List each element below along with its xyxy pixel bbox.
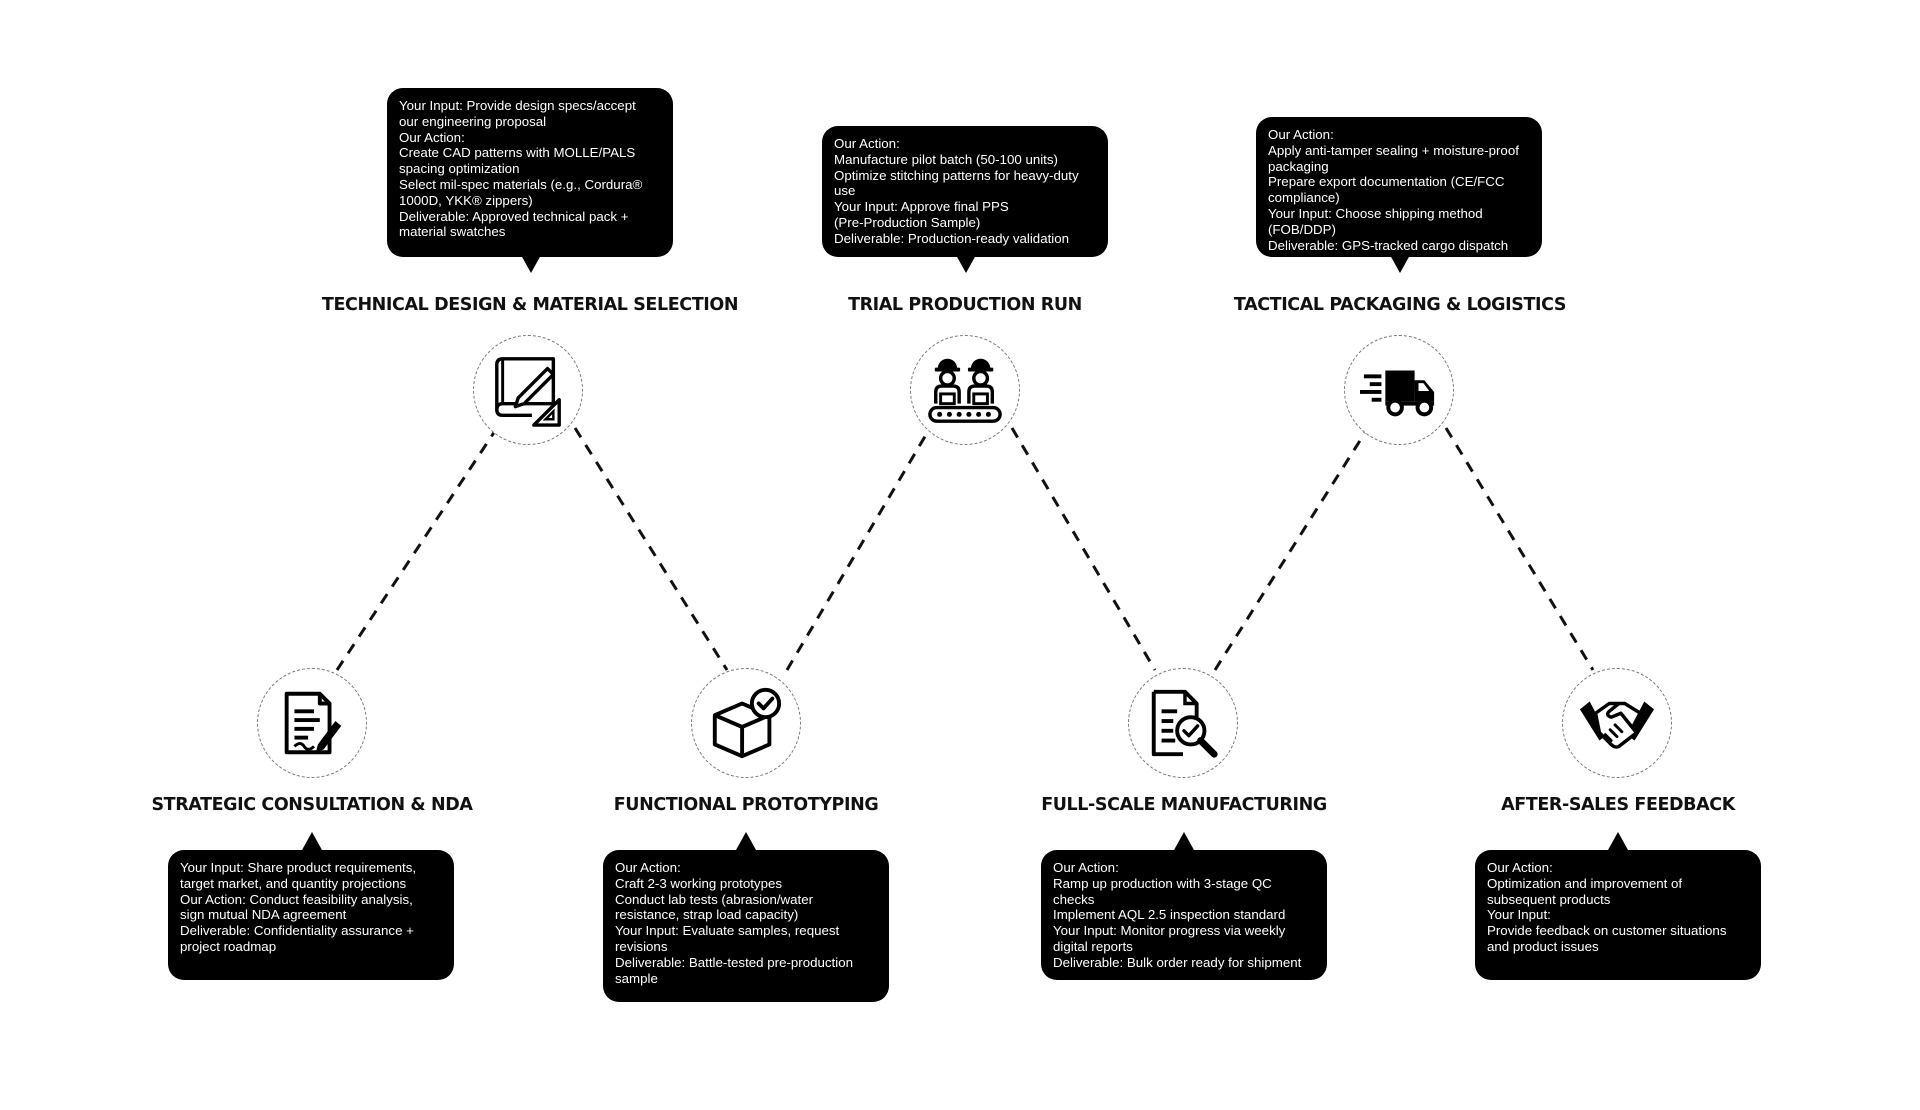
bubble-text-line: Your Input: Approve final PPS [834, 199, 1009, 215]
bubble-text-line: spacing optimization [399, 161, 520, 177]
bubble-text-line: Deliverable: Bulk order ready for shipme… [1053, 954, 1302, 970]
bubble-text-line: use [834, 183, 856, 199]
stage-title-tactical-packaging: TACTICAL PACKAGING & LOGISTICS [1233, 295, 1567, 315]
connector-4-5 [1010, 427, 1157, 671]
bubble-text-line: Craft 2-3 working prototypes [615, 875, 783, 891]
stage-node-technical-design [473, 335, 583, 445]
document-inspection-icon [1151, 689, 1218, 758]
stage-node-tactical-packaging [1344, 335, 1454, 445]
bubble-text-line: Our Action: [834, 136, 900, 151]
stage-node-full-scale-manufacturing [1128, 668, 1238, 778]
bubble-text-line: Our Action: [1268, 127, 1334, 142]
bubble-text-line: Select mil-spec materials (e.g., Cordura… [399, 176, 643, 192]
bubble-text-line: Your Input: Monitor progress via weekly [1053, 923, 1286, 939]
bubble-text-line: Your Input: Evaluate samples, request [615, 923, 840, 939]
bubble-text-line: compliance) [1268, 190, 1340, 206]
bubble-text-line: Create CAD patterns with MOLLE/PALS [399, 145, 636, 161]
stage-bubble-trial-production: Our Action: Manufacture pilot batch (50-… [822, 126, 1108, 257]
bubble-text-line: Deliverable: Production-ready validation [834, 230, 1070, 246]
bubble-text-line: Your Input: Share product requirements, [180, 860, 417, 875]
stage-bubble-technical-design: Your Input: Provide design specs/accept … [387, 88, 673, 257]
stage-title-trial-production: TRIAL PRODUCTION RUN [848, 295, 1082, 315]
bubble-text-line: Deliverable: Battle-tested pre-productio… [615, 954, 853, 970]
bubble-text-line: resistance, strap load capacity) [615, 907, 799, 923]
bubble-text-line: our engineering proposal [399, 113, 547, 129]
box-check-icon [712, 687, 782, 759]
stage-title-full-scale-manufacturing: FULL-SCALE MANUFACTURING [1041, 795, 1327, 815]
bubble-text-line: Deliverable: Approved technical pack + [399, 208, 629, 224]
bubble-text-line: Our Action: [1053, 860, 1119, 875]
connector-3-4 [785, 427, 932, 671]
connector-1-2 [335, 427, 499, 671]
connector-5-6 [1213, 427, 1370, 671]
stage-title-strategic-consultation: STRATEGIC CONSULTATION & NDA [151, 795, 473, 815]
stage-title-functional-prototyping: FUNCTIONAL PROTOTYPING [613, 795, 879, 815]
bubble-text-line: Manufacture pilot batch (50-100 units) [834, 151, 1058, 167]
bubble-text-line: Your Input: [1487, 907, 1551, 923]
stage-title-technical-design: TECHNICAL DESIGN & MATERIAL SELECTION [321, 295, 739, 315]
stage-node-after-sales [1562, 668, 1672, 778]
bubble-text-line: (Pre-Production Sample) [834, 214, 981, 230]
bubble-text-line: Our Action: [1487, 860, 1553, 875]
bubble-text-line: sign mutual NDA agreement [180, 907, 347, 923]
bubble-text-line: Deliverable: GPS-tracked cargo dispatch [1268, 237, 1509, 253]
bubble-text-line: checks [1053, 891, 1095, 907]
bubble-text-line: project roadmap [180, 938, 277, 954]
bubble-text-line: subsequent products [1487, 891, 1611, 907]
workers-conveyor-icon [928, 358, 1002, 423]
bubble-text-line: digital reports [1053, 938, 1133, 954]
bubble-text-line: revisions [615, 938, 668, 954]
bubble-text-line: and product issues [1487, 938, 1599, 954]
bubble-tail [1608, 832, 1628, 850]
bubble-text-line: Your Input: Provide design specs/accept [399, 98, 636, 113]
bubble-tail [1174, 832, 1194, 850]
bubble-tail [736, 832, 756, 850]
bubble-text-line: Ramp up production with 3-stage QC [1053, 875, 1272, 891]
bubble-text-line: material swatches [399, 224, 506, 240]
document-sign-icon [284, 691, 342, 755]
connector-2-3 [573, 427, 729, 671]
bubble-tail [1390, 255, 1410, 273]
bubble-text-line: Conduct lab tests (abrasion/water [615, 891, 814, 907]
stage-node-functional-prototyping [691, 668, 801, 778]
bubble-text-line: Optimization and improvement of [1487, 875, 1683, 891]
bubble-text-line: Provide feedback on customer situations [1487, 923, 1727, 939]
delivery-truck-icon [1360, 370, 1435, 417]
stage-title-after-sales: AFTER-SALES FEEDBACK [1501, 795, 1735, 815]
stage-bubble-after-sales: Our Action: Optimization and improvement… [1475, 850, 1761, 980]
connector-6-7 [1444, 427, 1595, 671]
bubble-tail [956, 255, 976, 273]
bubble-text-line: Apply anti-tamper sealing + moisture-pro… [1268, 142, 1519, 158]
bubble-text-line: Prepare export documentation (CE/FCC [1268, 174, 1505, 190]
bubble-text-line: packaging [1268, 158, 1329, 174]
bubble-text-line: Optimize stitching patterns for heavy-du… [834, 167, 1079, 183]
bubble-text-line: Your Input: Choose shipping method [1268, 205, 1483, 221]
bubble-text-line: Deliverable: Confidentiality assurance + [180, 923, 414, 939]
bubble-text-line: (FOB/DDP) [1268, 221, 1336, 237]
stage-bubble-strategic-consultation: Your Input: Share product requirements, … [168, 850, 454, 980]
bubble-text-line: target market, and quantity projections [180, 875, 407, 891]
blueprint-pencil-icon [495, 357, 561, 427]
stage-node-strategic-consultation [257, 668, 367, 778]
bubble-text-line: Our Action: [615, 860, 681, 875]
bubble-text-line: 1000D, YKK® zippers) [399, 192, 533, 208]
handshake-icon [1579, 701, 1655, 749]
bubble-tail [521, 255, 541, 273]
stage-bubble-tactical-packaging: Our Action: Apply anti-tamper sealing + … [1256, 117, 1542, 257]
bubble-text-line: Our Action: [399, 129, 465, 145]
stage-bubble-full-scale-manufacturing: Our Action: Ramp up production with 3-st… [1041, 850, 1327, 980]
stage-node-trial-production [910, 335, 1020, 445]
bubble-text-line: Implement AQL 2.5 inspection standard [1053, 907, 1286, 923]
bubble-text-line: Our Action: Conduct feasibility analysis… [180, 891, 413, 907]
bubble-text-line: sample [615, 970, 658, 986]
bubble-tail [302, 832, 322, 850]
stage-bubble-functional-prototyping: Our Action: Craft 2-3 working prototypes… [603, 850, 889, 1002]
